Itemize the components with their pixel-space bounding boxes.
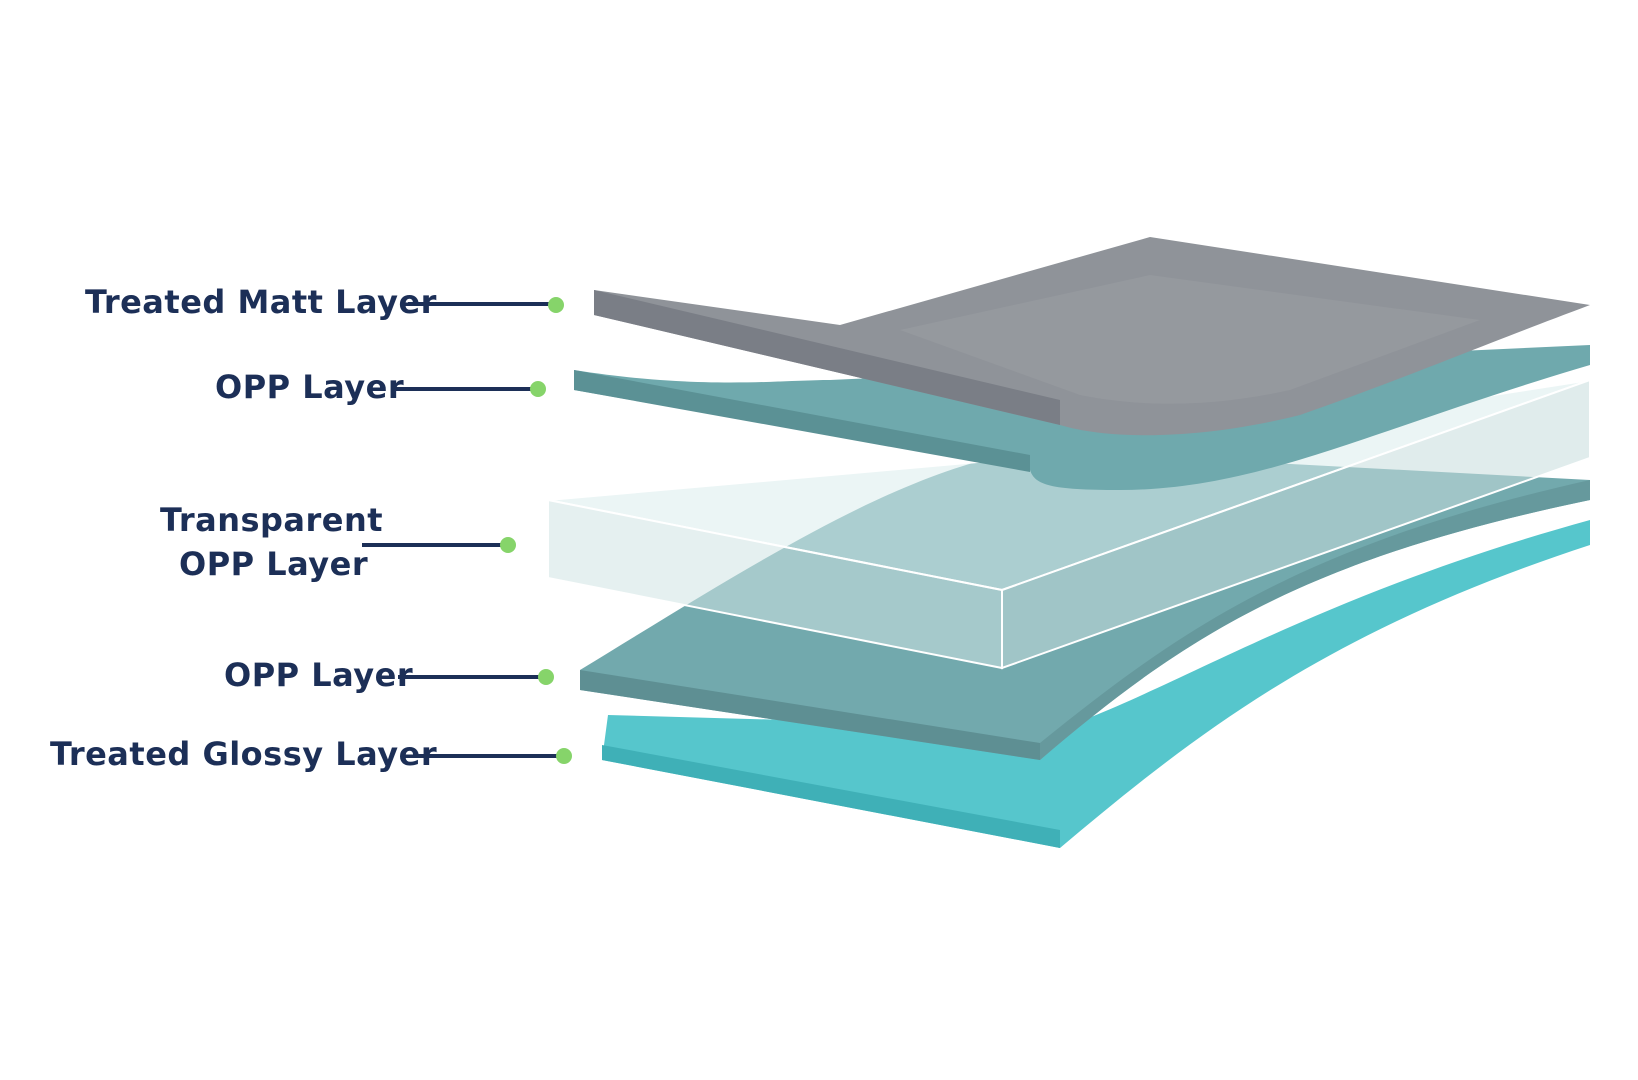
treated-matt-layer-label: Treated Matt Layer bbox=[85, 283, 437, 321]
callout-opp-layer-bottom: OPP Layer bbox=[224, 656, 554, 694]
marker-dot bbox=[530, 381, 546, 397]
treated-glossy-layer-shape bbox=[602, 520, 1590, 848]
marker-dot bbox=[556, 748, 572, 764]
callout-transparent-opp-layer: Transparent OPP Layer bbox=[160, 501, 516, 583]
treated-glossy-layer-label: Treated Glossy Layer bbox=[50, 735, 437, 773]
transparent-opp-layer-label-line1: Transparent bbox=[160, 501, 383, 539]
marker-dot bbox=[548, 297, 564, 313]
treated-matt-layer-shape bbox=[594, 237, 1590, 436]
transparent-opp-layer-label-line2: OPP Layer bbox=[179, 545, 368, 583]
callout-treated-matt-layer: Treated Matt Layer bbox=[85, 283, 564, 321]
callout-treated-glossy-layer: Treated Glossy Layer bbox=[50, 735, 572, 773]
marker-dot bbox=[500, 537, 516, 553]
opp-layer-top-label: OPP Layer bbox=[215, 368, 404, 406]
marker-dot bbox=[538, 669, 554, 685]
callout-opp-layer-top: OPP Layer bbox=[215, 368, 546, 406]
opp-layer-bottom-label: OPP Layer bbox=[224, 656, 413, 694]
